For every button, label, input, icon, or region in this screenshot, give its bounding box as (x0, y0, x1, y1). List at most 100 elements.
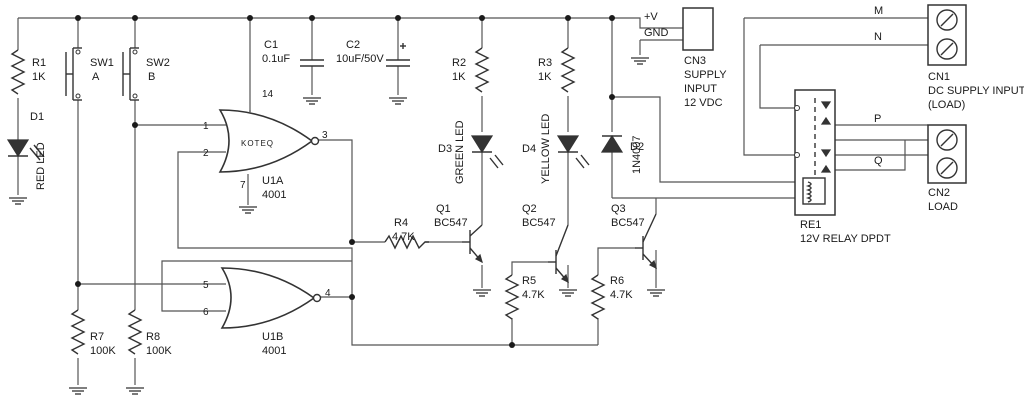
label-c2-value: 10uF/50V (336, 53, 384, 65)
label-red-led: RED LED (35, 142, 47, 190)
label-re1-value: 12V RELAY DPDT (800, 233, 891, 245)
label-r3: R3 (538, 57, 552, 69)
label-m: M (874, 5, 883, 17)
label-sw1: SW1 (90, 57, 114, 69)
label-q3-value: BC547 (611, 217, 645, 229)
ground-symbol-q2 (558, 289, 578, 297)
label-n: N (874, 31, 882, 43)
label-c1-value: 0.1uF (262, 53, 290, 65)
label-cn2-load: LOAD (928, 201, 958, 213)
connector-cn2 (927, 124, 967, 184)
ground-symbol-supply (630, 57, 650, 65)
ground-symbol-c1 (302, 97, 322, 105)
transistor-q2 (548, 224, 569, 284)
label-cn1-load: (LOAD) (928, 99, 965, 111)
label-r3-value: 1K (538, 71, 552, 83)
label-u1a: U1A (262, 175, 284, 187)
connector-cn1 (927, 4, 967, 66)
resistor-r8 (127, 309, 143, 355)
ground-symbol-d1 (8, 197, 28, 205)
label-d4: D4 (522, 143, 536, 155)
label-r4-value: 4.7K (392, 231, 415, 243)
pin-2: 2 (203, 148, 209, 159)
label-vplus: +V (644, 11, 658, 23)
pin-3: 3 (322, 130, 328, 141)
pin-7: 7 (240, 180, 246, 191)
label-yellow-led: YELLOW LED (540, 114, 552, 184)
label-r2-value: 1K (452, 71, 466, 83)
label-q: Q (874, 155, 883, 167)
label-green-led: GREEN LED (454, 120, 466, 184)
capacitor-c1 (300, 59, 324, 67)
resistor-r4 (384, 234, 429, 250)
label-c1: C1 (264, 39, 278, 51)
pin-1: 1 (203, 121, 209, 132)
nor-gate-u1b (220, 267, 322, 329)
junction-dots (75, 15, 615, 348)
label-r8-value: 100K (146, 345, 172, 357)
label-q3: Q3 (611, 203, 626, 215)
led-d3 (470, 135, 504, 169)
label-q1-value: BC547 (434, 217, 468, 229)
ground-symbol-r8 (125, 387, 145, 395)
label-r1-value: 1K (32, 71, 46, 83)
label-d2: D2 (630, 141, 644, 153)
ground-symbol-q3 (646, 289, 666, 297)
capacitor-c2 (386, 43, 410, 67)
ground-symbol-u1 (238, 206, 258, 214)
label-r2: R2 (452, 57, 466, 69)
ground-symbol-r7 (68, 387, 88, 395)
label-c2: C2 (346, 39, 360, 51)
label-d1: D1 (30, 111, 44, 123)
switch-sw2 (122, 47, 139, 101)
transistor-q1 (462, 224, 483, 264)
led-d1 (6, 139, 45, 161)
label-gnd: GND (644, 27, 669, 39)
pin-6: 6 (203, 307, 209, 318)
label-cn3: CN3 (684, 55, 706, 67)
pin-4: 4 (325, 288, 331, 299)
label-u1b-value: 4001 (262, 345, 286, 357)
label-r5: R5 (522, 275, 536, 287)
label-u1b: U1B (262, 331, 283, 343)
label-r6: R6 (610, 275, 624, 287)
label-sw1-name: A (92, 71, 100, 83)
label-r1: R1 (32, 57, 46, 69)
relay-re1 (794, 89, 836, 216)
label-r8: R8 (146, 331, 160, 343)
gate-logo: KOTEQ (241, 139, 274, 148)
diode-d2 (600, 134, 624, 153)
label-sw2-name: B (148, 71, 155, 83)
resistor-r6 (590, 274, 606, 320)
connector-cn3 (682, 7, 714, 51)
pin-5: 5 (203, 280, 209, 291)
label-u1a-value: 4001 (262, 189, 286, 201)
pin-14: 14 (262, 89, 274, 100)
label-r7-value: 100K (90, 345, 116, 357)
ground-symbol-c2 (388, 97, 408, 105)
label-input: INPUT (684, 83, 717, 95)
label-cn2: CN2 (928, 187, 950, 199)
resistor-r3 (560, 47, 576, 93)
label-p: P (874, 113, 881, 125)
resistor-r1 (10, 49, 26, 95)
transistor-q3 (635, 213, 657, 270)
label-q2: Q2 (522, 203, 537, 215)
nor-gate-u1a (218, 109, 320, 173)
label-cn1: CN1 (928, 71, 950, 83)
resistor-r2 (474, 47, 490, 93)
ground-symbol-q1 (472, 289, 492, 297)
label-q1: Q1 (436, 203, 451, 215)
resistor-r7 (70, 309, 86, 355)
label-12vdc: 12 VDC (684, 97, 723, 109)
component-labels: R1 1K D1 RED LED SW1 A SW2 B 14 1 2 3 7 … (30, 5, 1024, 357)
label-sw2: SW2 (146, 57, 170, 69)
label-q2-value: BC547 (522, 217, 556, 229)
label-r4: R4 (394, 217, 408, 229)
label-d3: D3 (438, 143, 452, 155)
label-cn1-desc: DC SUPPLY INPUT (928, 85, 1024, 97)
label-r5-value: 4.7K (522, 289, 545, 301)
label-d2-value: 1N4007 (631, 135, 643, 174)
wires (17, 17, 928, 385)
